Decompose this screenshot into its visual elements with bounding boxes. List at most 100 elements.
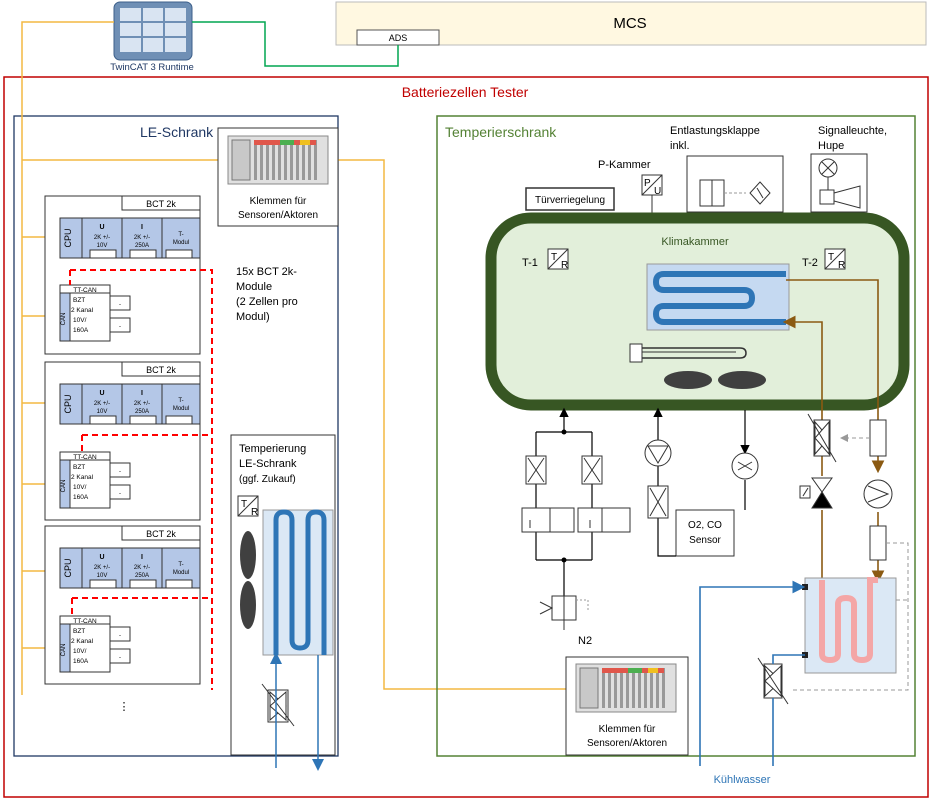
u-module-unit: 10V <box>97 243 108 249</box>
u-module-range: 2K +/- <box>94 565 110 571</box>
bzt-channels: 2 Kanal <box>71 307 94 314</box>
klemmen-temp-line2: Sensoren/Aktoren <box>587 738 667 749</box>
o2-co-sensor-box <box>675 509 735 557</box>
i-module-range: 2K +/- <box>134 235 150 241</box>
u-module-unit: 10V <box>97 573 108 579</box>
bct-module-1: BCT 2k CPU U 2K +/- 10V I 2K +/- 250A T-… <box>44 195 201 355</box>
t1-label: T-1 <box>522 257 538 269</box>
le-water-lines <box>270 652 324 771</box>
tt-can-label: TT-CAN <box>73 618 97 625</box>
signal-line1: Signalleuchte, <box>818 125 887 137</box>
mcs-system: MCS ADS <box>335 1 927 46</box>
twincat-label: TwinCAT 3 Runtime <box>110 62 194 73</box>
bzt-channels: 2 Kanal <box>71 474 94 481</box>
i-module-label: I <box>141 390 143 397</box>
n2-label: N2 <box>578 635 592 647</box>
p-letter: P <box>644 178 651 189</box>
water-valve-icon <box>757 657 789 705</box>
sensor-r-letter: R <box>561 260 568 271</box>
le-fan-icon <box>240 531 256 629</box>
le-coil <box>273 509 327 655</box>
tester-title: Batteriezellen Tester <box>402 84 529 100</box>
slot-dash: - <box>119 469 121 475</box>
gas-pump-icon <box>644 439 672 467</box>
tt-can-label: TT-CAN <box>73 287 97 294</box>
sensor-t-letter: T <box>241 499 247 510</box>
bct-title: BCT 2k <box>146 529 176 539</box>
t-module-label: T- <box>178 562 183 568</box>
signal-line2: Hupe <box>818 140 844 152</box>
temp-cabinet-frame <box>436 115 916 757</box>
bzt-voltage: 10V/ <box>73 484 87 491</box>
bzt-label: BZT <box>73 297 85 304</box>
sensor-r-letter: R <box>838 260 845 271</box>
bct-title: BCT 2k <box>146 199 176 209</box>
le-temp-line2: LE-Schrank <box>239 458 297 470</box>
sensor-t-letter: T <box>551 252 557 263</box>
bzt-channels: 2 Kanal <box>71 638 94 645</box>
ads-connection-line <box>192 21 399 67</box>
u-module-range: 2K +/- <box>94 235 110 241</box>
i-module-range: 2K +/- <box>134 565 150 571</box>
water-heat-exchanger <box>804 577 897 674</box>
i-module-unit: 250A <box>135 409 149 415</box>
temperature-sensor-icon: T R <box>237 495 259 518</box>
coolant-lines <box>782 279 885 584</box>
can-label: CAN <box>61 644 67 657</box>
slot-dash: - <box>119 324 121 330</box>
t-module-sub: Modul <box>173 240 189 246</box>
le-cabinet-frame <box>13 115 339 757</box>
i-module-unit: 250A <box>135 573 149 579</box>
i-module-unit: 250A <box>135 243 149 249</box>
i-module-range: 2K +/- <box>134 401 150 407</box>
p-kammer-label: P-Kammer <box>598 159 651 171</box>
entlastung-line1: Entlastungsklappe <box>670 125 760 137</box>
ads-label: ADS <box>389 33 408 43</box>
temp-cabinet: Temperierschrank Entlastungsklappe inkl.… <box>436 115 916 786</box>
bzt-label: BZT <box>73 628 85 635</box>
temperature-sensor-t1-icon: T R <box>547 248 569 271</box>
flow-meter-icon <box>525 455 669 519</box>
solenoid-check-valve-icon <box>799 477 833 509</box>
le-cabinet-title: LE-Schrank <box>140 124 214 140</box>
note-line2: Module <box>236 281 272 293</box>
u-module-label: U <box>99 224 104 231</box>
pressure-sensor-icon: P U <box>641 174 663 214</box>
coolant-sensor-icon <box>869 419 887 457</box>
i-module-label: I <box>141 554 143 561</box>
tester-frame <box>3 76 929 798</box>
t2-label: T-2 <box>802 257 818 269</box>
terminal-block-icon <box>227 135 329 185</box>
twincat-screen <box>120 8 186 52</box>
note-line1: 15x BCT 2k- <box>236 266 297 278</box>
le-temp-line3: (ggf. Zukauf) <box>239 474 296 485</box>
bct-module-2: BCT 2k CPU U 2K +/- 10V I 2K +/- 250A T-… <box>44 361 201 521</box>
u-module-unit: 10V <box>97 409 108 415</box>
more-modules-ellipsis: ⋮ <box>119 701 130 713</box>
entlastung-line2: inkl. <box>670 140 690 152</box>
cpu-label: CPU <box>63 558 73 577</box>
note-line4: Modul) <box>236 311 270 323</box>
cpu-label: CPU <box>63 394 73 413</box>
chamber-fan-icon <box>664 371 766 389</box>
heater-icon <box>629 343 747 363</box>
t-module-label: T- <box>178 232 183 238</box>
pressure-regulator-icon <box>539 595 589 630</box>
chamber-coil <box>652 271 786 325</box>
twincat-runtime: TwinCAT 3 Runtime <box>110 1 194 73</box>
bzt-voltage: 10V/ <box>73 317 87 324</box>
coolant-pump-icon <box>863 479 893 509</box>
tt-can-label: TT-CAN <box>73 454 97 461</box>
coolant-flow-sensor-icon <box>869 525 887 561</box>
t-module-label: T- <box>178 398 183 404</box>
bct-title: BCT 2k <box>146 365 176 375</box>
temp-cabinet-title: Temperierschrank <box>445 124 557 140</box>
klemmen-temp-line1: Klemmen für <box>599 724 656 735</box>
bzt-current: 160A <box>73 494 89 501</box>
can-label: CAN <box>61 480 67 493</box>
le-cabinet: LE-Schrank <box>13 21 566 771</box>
cpu-label: CPU <box>63 228 73 247</box>
control-valve-icon <box>807 413 837 463</box>
signal-light-horn-icon <box>810 153 868 213</box>
